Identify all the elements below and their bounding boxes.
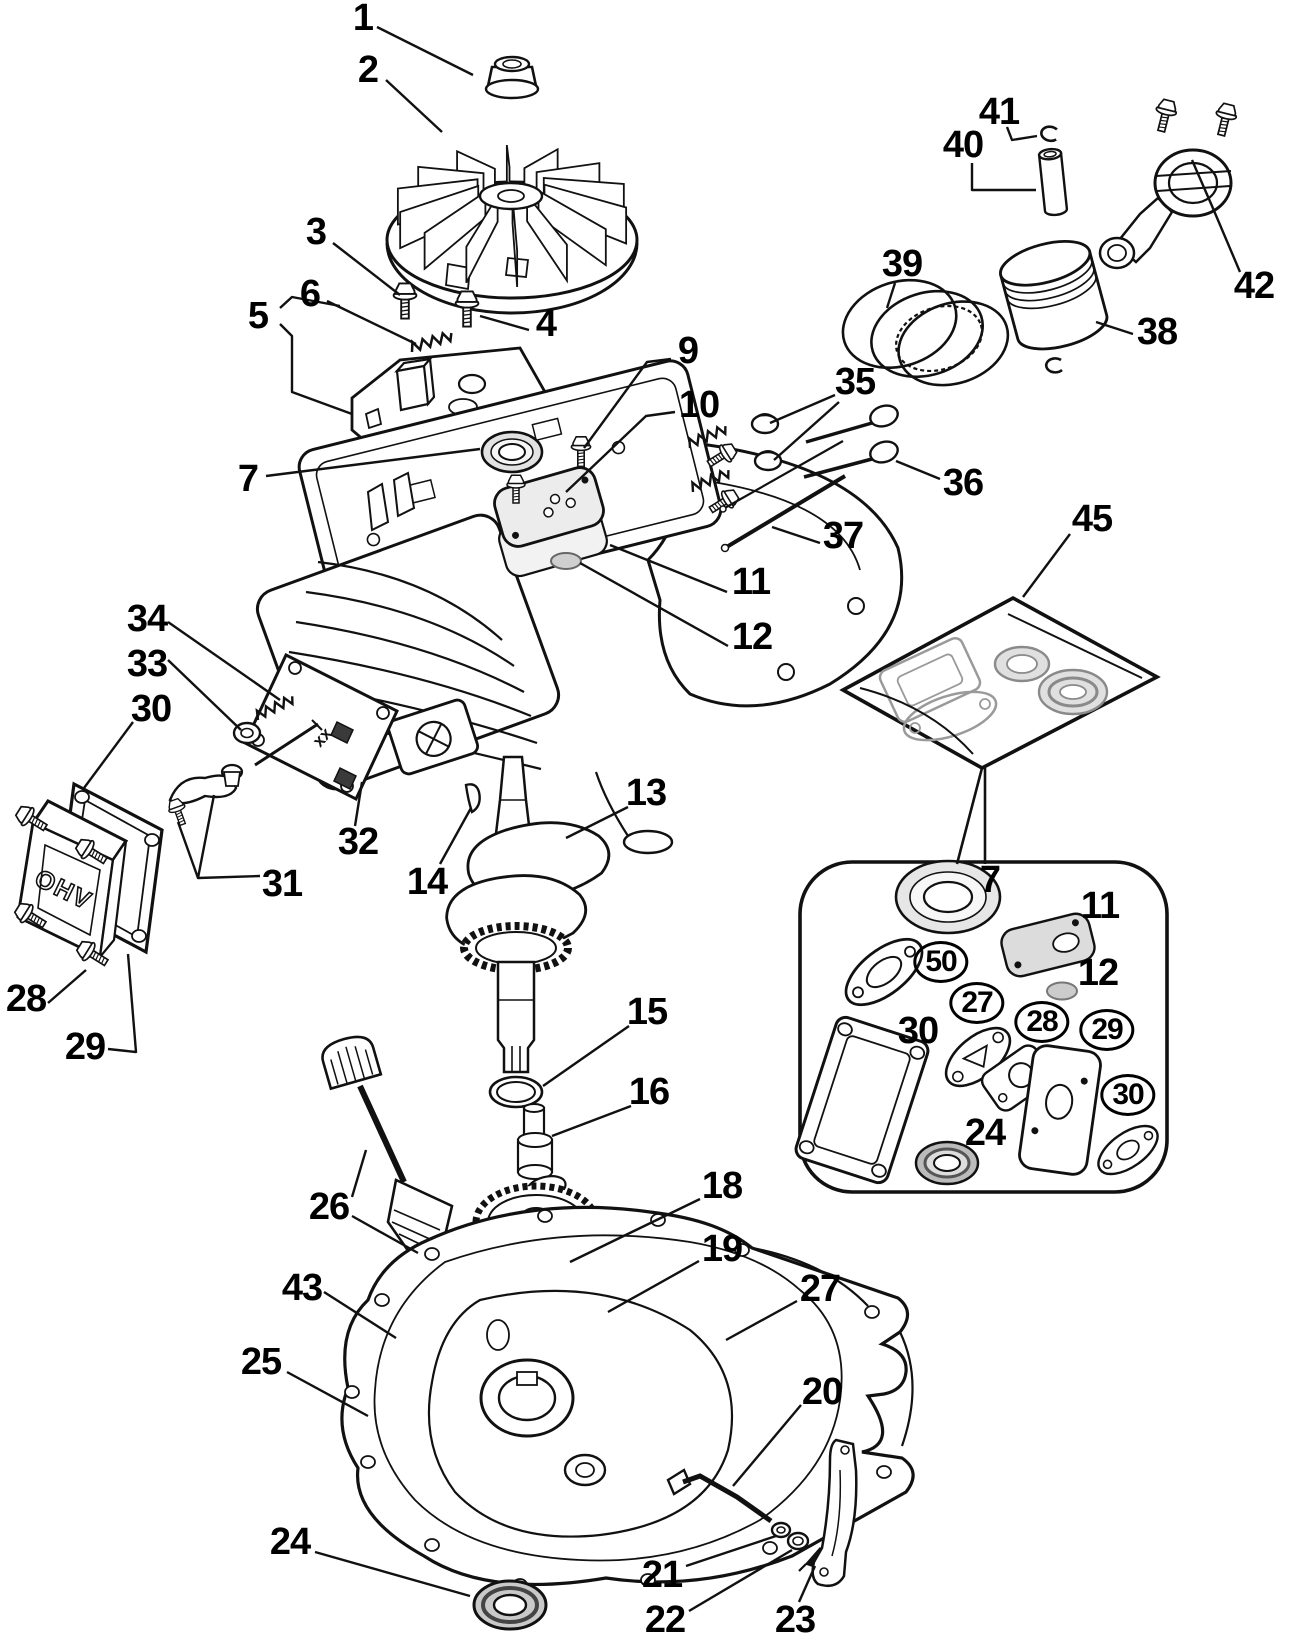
- callout-30: 30: [130, 688, 172, 730]
- valve-spring-left: [252, 693, 323, 767]
- valves: [803, 404, 899, 479]
- callout-18: 18: [701, 1165, 743, 1207]
- box-o-ring-12: [1046, 981, 1078, 1001]
- callout-3: 3: [305, 211, 327, 253]
- callout-28: 28: [5, 978, 47, 1020]
- callout-10: 10: [678, 384, 720, 426]
- callout-29: 29: [64, 1026, 106, 1068]
- box-oil-seal-7: [894, 859, 1002, 935]
- callout-1: 1: [352, 0, 374, 39]
- callout-36: 36: [942, 462, 984, 504]
- callout-leader-lines: [47, 25, 1242, 1613]
- callout-42: 42: [1233, 265, 1275, 307]
- callout-16: 16: [628, 1071, 670, 1113]
- crankshaft: [445, 755, 611, 1074]
- callout-40: 40: [942, 124, 984, 166]
- callout-28-circled: 28: [1014, 1001, 1070, 1043]
- callout-5: 5: [247, 295, 269, 337]
- box-airbox-gasket: [1018, 1044, 1102, 1176]
- cylinder-head-plate: xx: [243, 652, 399, 802]
- governor-arm: [811, 1438, 858, 1587]
- flywheel-nut: [484, 55, 540, 100]
- callout-26: 26: [308, 1186, 350, 1228]
- governor-shaft: [666, 1468, 773, 1524]
- callout-11: 11: [731, 561, 771, 603]
- piston-rings: [841, 278, 1010, 387]
- flywheel-bolt: [392, 282, 418, 320]
- callout-20: 20: [801, 1371, 843, 1413]
- callout-34: 34: [126, 598, 168, 640]
- callout-14: 14: [406, 861, 448, 903]
- callout-23: 23: [774, 1599, 816, 1638]
- callout-39: 39: [881, 243, 923, 285]
- gasket-kit-bag: [839, 595, 1161, 771]
- callout-27-circled: 27: [949, 982, 1005, 1024]
- box-exhaust-gasket: [844, 937, 924, 1007]
- piston-pin: [1037, 147, 1069, 217]
- oil-pan: [340, 1205, 915, 1592]
- box-manifold-gasket: [944, 1026, 1012, 1088]
- callout-24: 24: [964, 1112, 1006, 1154]
- gasket-kit-box: [794, 859, 1169, 1194]
- box-breather-gasket: [1000, 912, 1096, 978]
- piston: [999, 240, 1109, 351]
- callout-4: 4: [535, 303, 557, 345]
- callout-31: 31: [261, 863, 303, 905]
- callout-12: 12: [1077, 952, 1119, 994]
- intake-port-flange: [386, 698, 480, 776]
- connecting-rod: [1098, 97, 1240, 270]
- callout-43: 43: [281, 1267, 323, 1309]
- o-ring-12: [550, 552, 582, 570]
- flywheel-fan: [385, 144, 639, 315]
- brake-spring: [408, 329, 455, 354]
- callout-7: 7: [979, 859, 1001, 901]
- callout-7: 7: [237, 458, 259, 500]
- callout-27: 27: [799, 1268, 841, 1310]
- box-valve-cover-gasket: [794, 1015, 930, 1185]
- bag-contents: [878, 636, 1109, 742]
- callout-22: 22: [644, 1599, 686, 1638]
- callout-45: 45: [1071, 498, 1113, 540]
- woodruff-key: [464, 783, 481, 814]
- piston-circlip-lower: [1044, 357, 1064, 374]
- callout-25: 25: [240, 1341, 282, 1383]
- callout-38: 38: [1136, 311, 1178, 353]
- callout-6: 6: [299, 273, 321, 315]
- callout-12: 12: [731, 616, 773, 658]
- box-carb-gasket: [1097, 1124, 1159, 1176]
- callout-29-circled: 29: [1079, 1009, 1135, 1051]
- callout-19: 19: [701, 1228, 743, 1270]
- callout-24: 24: [269, 1521, 311, 1563]
- governor-bushing: [786, 1531, 810, 1551]
- callout-41: 41: [978, 91, 1020, 133]
- valve-springs: [685, 413, 783, 494]
- callout-30: 30: [897, 1010, 939, 1052]
- callout-2: 2: [357, 49, 379, 91]
- callout-9: 9: [677, 330, 699, 372]
- sump-oil-seal: [472, 1579, 548, 1631]
- crankcase-oil-seal: [480, 430, 544, 474]
- crankshaft-o-ring: [488, 1075, 544, 1109]
- callout-21: 21: [641, 1554, 683, 1596]
- governor-washer: [770, 1521, 792, 1539]
- callout-30-circled: 30: [1100, 1074, 1156, 1116]
- callout-13: 13: [625, 772, 667, 814]
- callout-15: 15: [626, 991, 668, 1033]
- callout-33: 33: [126, 643, 168, 685]
- callout-37: 37: [822, 515, 864, 557]
- callout-35: 35: [834, 361, 876, 403]
- box-oil-seal-24: [914, 1140, 980, 1186]
- dipstick: [321, 1035, 454, 1269]
- rocker-arms: [165, 763, 244, 828]
- callout-50-circled: 50: [913, 941, 969, 983]
- callout-32: 32: [337, 821, 379, 863]
- pushrods: [719, 440, 847, 553]
- piston-pin-circlip: [1038, 124, 1060, 144]
- callout-11: 11: [1080, 885, 1120, 927]
